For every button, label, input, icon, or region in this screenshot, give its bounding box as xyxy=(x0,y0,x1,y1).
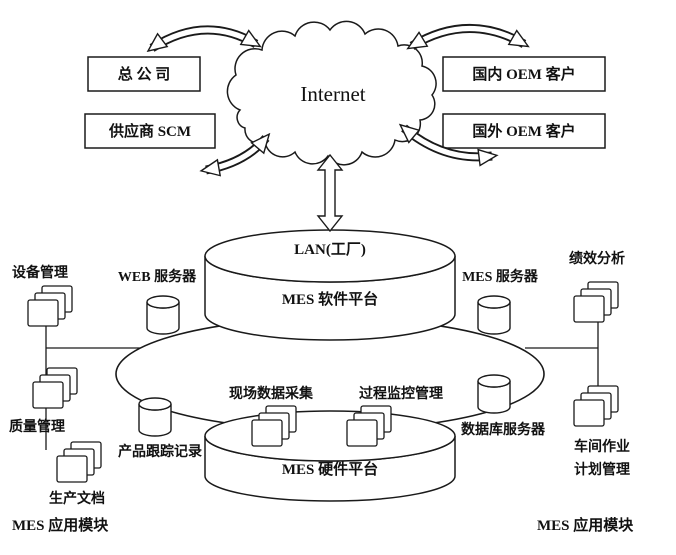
head-office-label: 总 公 司 xyxy=(118,65,171,83)
database-server-label: 数据库服务器 xyxy=(461,421,546,438)
quality-doc-stack-icon xyxy=(32,367,78,409)
workshop-plan-doc-stack-icon xyxy=(573,385,619,427)
arrowhead-icon xyxy=(199,158,222,177)
supplier-scm-box xyxy=(84,113,216,149)
database-server-cylinder xyxy=(477,374,511,414)
domestic-oem-label: 国内 OEM 客户 xyxy=(472,65,575,83)
equipment-doc-stack-icon xyxy=(27,285,73,327)
web-server-cylinder xyxy=(146,295,180,335)
foreign-oem-label: 国外 OEM 客户 xyxy=(472,122,575,140)
performance-doc-stack-icon xyxy=(573,281,619,323)
internet-label: Internet xyxy=(300,82,365,106)
workshop-plan-label-line1: 车间作业 xyxy=(574,438,630,455)
arrowhead-icon xyxy=(398,123,421,144)
supplier-scm-label: 供应商 SCM xyxy=(108,122,191,140)
mes-server-cylinder xyxy=(477,295,511,335)
footer-right-label: MES 应用模块 xyxy=(537,516,634,534)
arrowhead-icon xyxy=(406,31,429,50)
head-office-box xyxy=(87,56,201,92)
arrow-cloud-domestic-oem xyxy=(406,24,530,50)
production-docs-label: 生产文档 xyxy=(49,490,105,507)
quality-label: 质量管理 xyxy=(9,418,65,435)
process-monitoring-doc-stack-icon xyxy=(346,405,392,447)
arrowhead-icon xyxy=(477,148,499,167)
product-tracking-label: 产品跟踪记录 xyxy=(118,443,202,460)
foreign-oem-box xyxy=(442,113,606,149)
arrowhead-icon xyxy=(250,132,271,155)
hardware-platform-cylinder xyxy=(204,410,456,502)
mes-server-label: MES 服务器 xyxy=(462,268,539,285)
field-data-label: 现场数据采集 xyxy=(229,385,314,402)
hardware-platform-label: MES 硬件平台 xyxy=(282,460,378,478)
arrow-cloud-foreign-oem xyxy=(398,123,499,167)
internet-cloud xyxy=(226,20,437,166)
lan-label: LAN(工厂) xyxy=(294,241,366,258)
software-platform-cylinder xyxy=(204,229,456,341)
field-data-doc-stack-icon xyxy=(251,405,297,447)
hardware-cylinder-top xyxy=(204,410,456,462)
footer-left-label: MES 应用模块 xyxy=(12,516,109,534)
arrow-cloud-head-office xyxy=(146,25,262,53)
process-monitoring-label: 过程监控管理 xyxy=(359,385,443,402)
web-server-label: WEB 服务器 xyxy=(118,268,197,285)
arrow-cloud-supplier xyxy=(199,132,271,177)
production-docs-stack-icon xyxy=(56,441,102,483)
software-platform-label: MES 软件平台 xyxy=(282,290,378,308)
workshop-plan-label-line2: 计划管理 xyxy=(574,461,630,478)
performance-label: 绩效分析 xyxy=(569,250,625,267)
product-tracking-cylinder xyxy=(138,397,172,437)
arrowhead-icon xyxy=(239,29,262,48)
cloud-to-platform-arrow xyxy=(316,153,344,233)
equipment-label: 设备管理 xyxy=(12,264,68,281)
arrowhead-icon xyxy=(507,29,530,48)
domestic-oem-box xyxy=(442,56,606,92)
arrowhead-icon xyxy=(146,32,169,53)
